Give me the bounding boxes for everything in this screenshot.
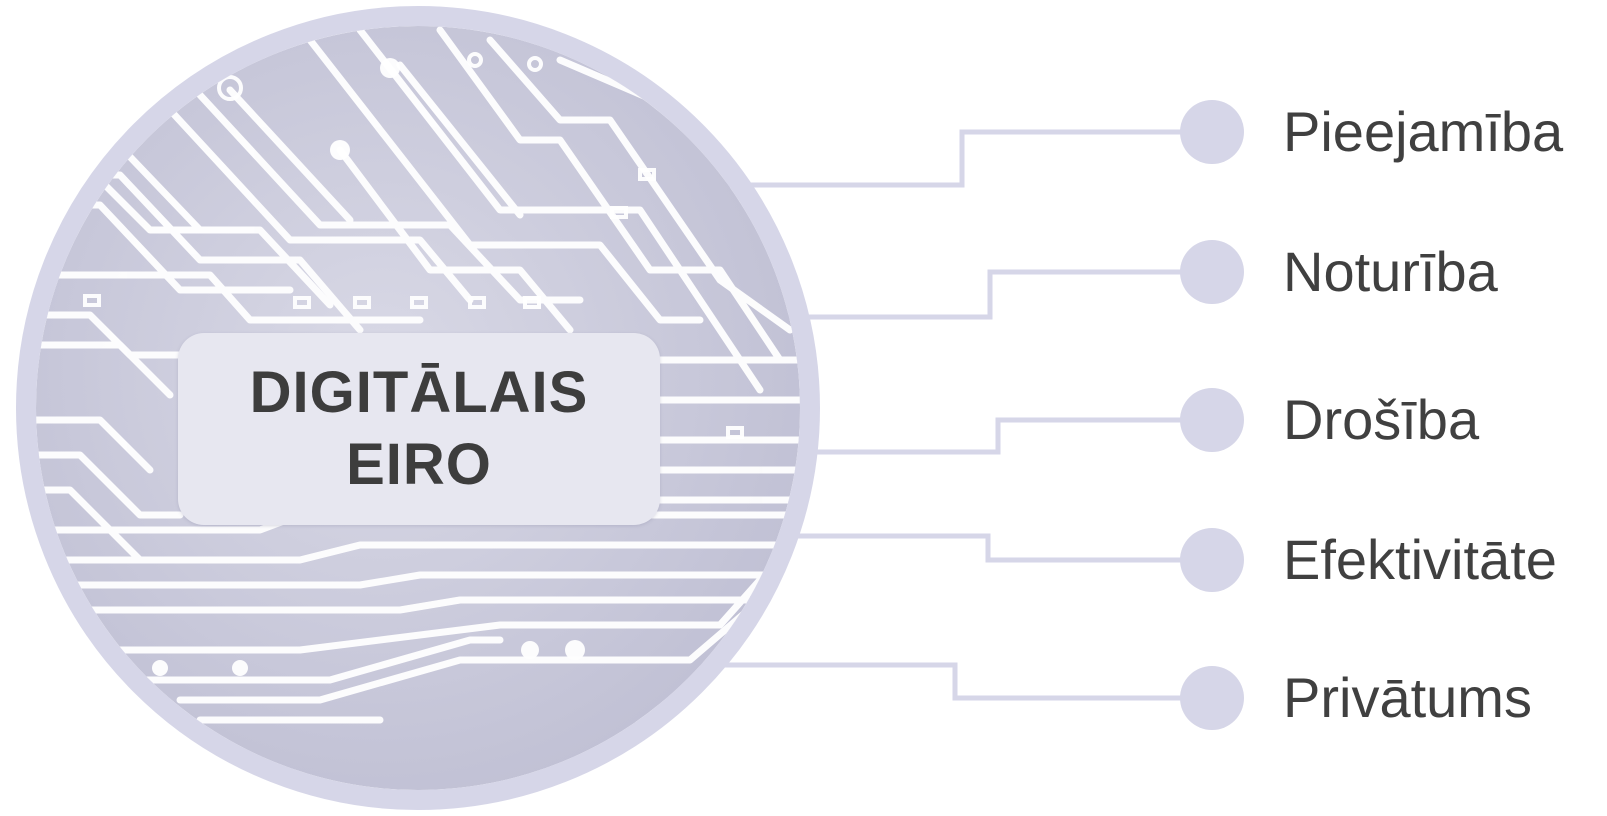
connector-lines — [700, 129, 1212, 701]
connector-nodes — [1180, 100, 1244, 730]
center-title-line1: DIGITĀLAIS — [249, 360, 589, 425]
connector-noturiba — [780, 269, 1212, 320]
node-pieejamiba — [1180, 100, 1244, 164]
outer-ring — [16, 6, 820, 810]
connector-privatums — [700, 662, 1212, 701]
connector-efektivitate — [790, 533, 1212, 563]
feature-label-pieejamiba: Pieejamība — [1283, 100, 1564, 163]
center-title-line2: EIRO — [346, 432, 492, 497]
feature-label-efektivitate: Efektivitāte — [1283, 528, 1557, 591]
node-privatums — [1180, 666, 1244, 730]
node-efektivitate — [1180, 528, 1244, 592]
connector-pieejamiba — [700, 129, 1212, 188]
node-drosiba — [1180, 388, 1244, 452]
center-label-box: DIGITĀLAIS EIRO — [178, 333, 660, 525]
node-noturiba — [1180, 240, 1244, 304]
feature-label-noturiba: Noturība — [1283, 240, 1498, 303]
feature-label-drosiba: Drošība — [1283, 388, 1480, 451]
connector-drosiba — [800, 417, 1212, 455]
feature-label-privatums: Privātums — [1283, 666, 1532, 729]
